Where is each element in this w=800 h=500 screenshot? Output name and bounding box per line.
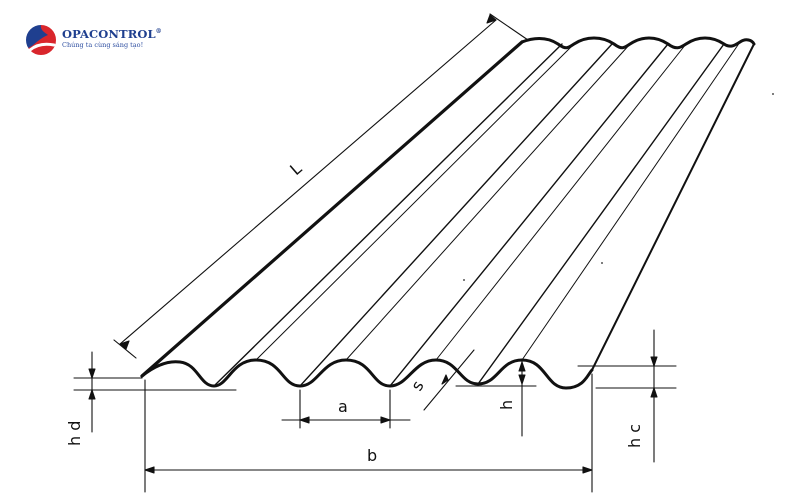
dimension-right-overlap	[577, 329, 677, 463]
dimension-width	[144, 373, 593, 493]
logo-slogan: Chúng ta cùng sáng tạo!	[62, 41, 144, 49]
label-width: b	[367, 446, 377, 465]
corrugation-lines	[213, 41, 741, 387]
sheet-left-edge	[140, 40, 524, 378]
label-left-overlap: h d	[65, 421, 84, 446]
registered-mark: ®	[155, 28, 162, 36]
dimension-wave-height	[455, 359, 537, 437]
dimension-thickness	[423, 349, 475, 411]
label-pitch: a	[338, 397, 348, 416]
sheet-right-edge	[591, 43, 755, 371]
label-thickness: s	[407, 377, 428, 394]
opacontrol-logo-icon	[25, 24, 57, 56]
dimension-left-overlap	[73, 351, 237, 433]
logo-name: OPACONTROL®	[62, 27, 162, 41]
label-length: L	[286, 159, 305, 179]
label-wave-height: h	[497, 400, 516, 410]
label-right-overlap: h c	[625, 424, 644, 448]
company-logo: OPACONTROL® Chúng ta cùng sáng tạo!	[24, 23, 184, 59]
back-wave-profile	[520, 36, 756, 50]
front-wave-profile	[140, 358, 594, 390]
dimension-length	[113, 13, 529, 359]
dimension-pitch	[281, 389, 411, 429]
